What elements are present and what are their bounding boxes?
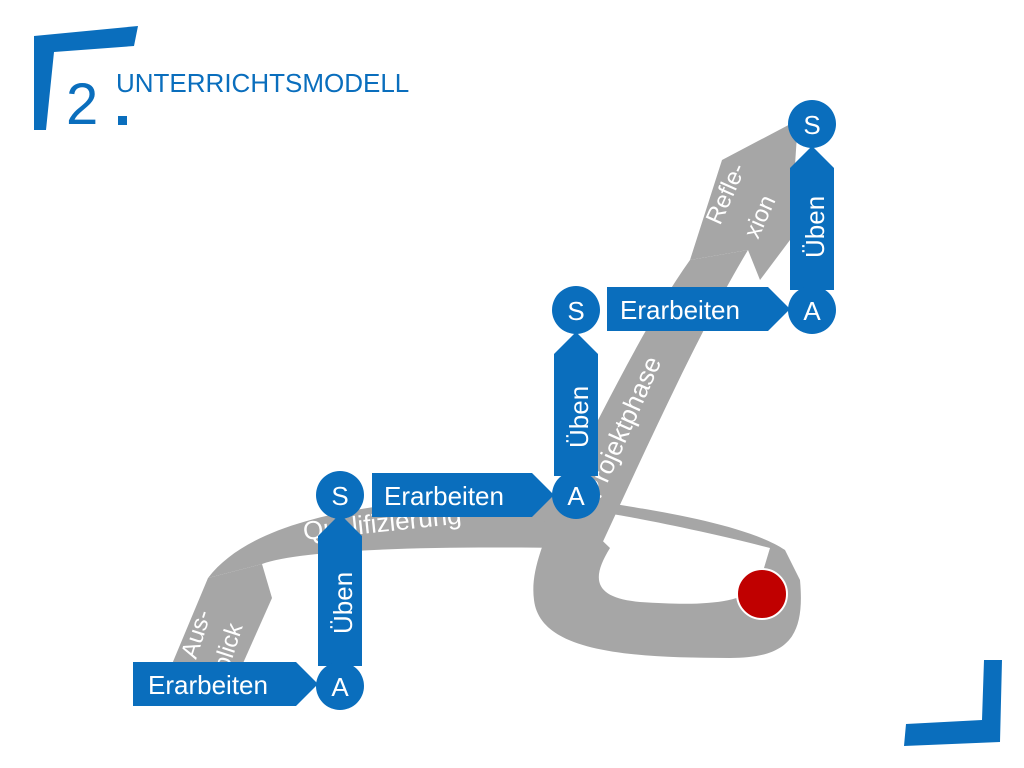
erarbeiten-arrow-1 — [133, 662, 318, 706]
ueben-arrow-3 — [790, 146, 834, 290]
end-marker-dot — [736, 568, 788, 620]
s-node-2 — [552, 286, 600, 334]
ueben-arrow-2 — [554, 332, 598, 476]
a-node-label-3: A — [803, 296, 821, 326]
erarbeiten-label-3: Erarbeiten — [620, 295, 740, 325]
section-number: 2 — [66, 72, 98, 137]
path-reflexion — [690, 120, 798, 280]
s-node-1 — [316, 471, 364, 519]
erarbeiten-arrow-3 — [607, 287, 790, 331]
erarbeiten-label-2: Erarbeiten — [384, 481, 504, 511]
erarbeiten-arrow-2 — [372, 473, 554, 517]
ueben-label-1: Üben — [328, 572, 358, 634]
s-node-label-1: S — [331, 481, 348, 511]
a-node-label-1: A — [331, 672, 349, 702]
a-node-3 — [788, 286, 836, 334]
path-ausblick — [162, 564, 272, 688]
a-node-2 — [552, 471, 600, 519]
a-node-label-2: A — [567, 481, 585, 511]
ueben-arrow-1 — [318, 514, 362, 666]
section-number-dot — [118, 116, 127, 125]
path-loop — [533, 496, 801, 658]
ueben-label-2: Üben — [564, 386, 594, 448]
s-node-label-3: S — [803, 110, 820, 140]
a-node-1 — [316, 662, 364, 710]
s-node-3 — [788, 100, 836, 148]
erarbeiten-label-1: Erarbeiten — [148, 670, 268, 700]
ueben-label-3: Üben — [800, 196, 830, 258]
logo-bracket-icon — [34, 26, 138, 130]
s-node-label-2: S — [567, 296, 584, 326]
page-title: UNTERRICHTSMODELL — [116, 68, 409, 98]
corner-bracket-icon — [904, 660, 1002, 746]
